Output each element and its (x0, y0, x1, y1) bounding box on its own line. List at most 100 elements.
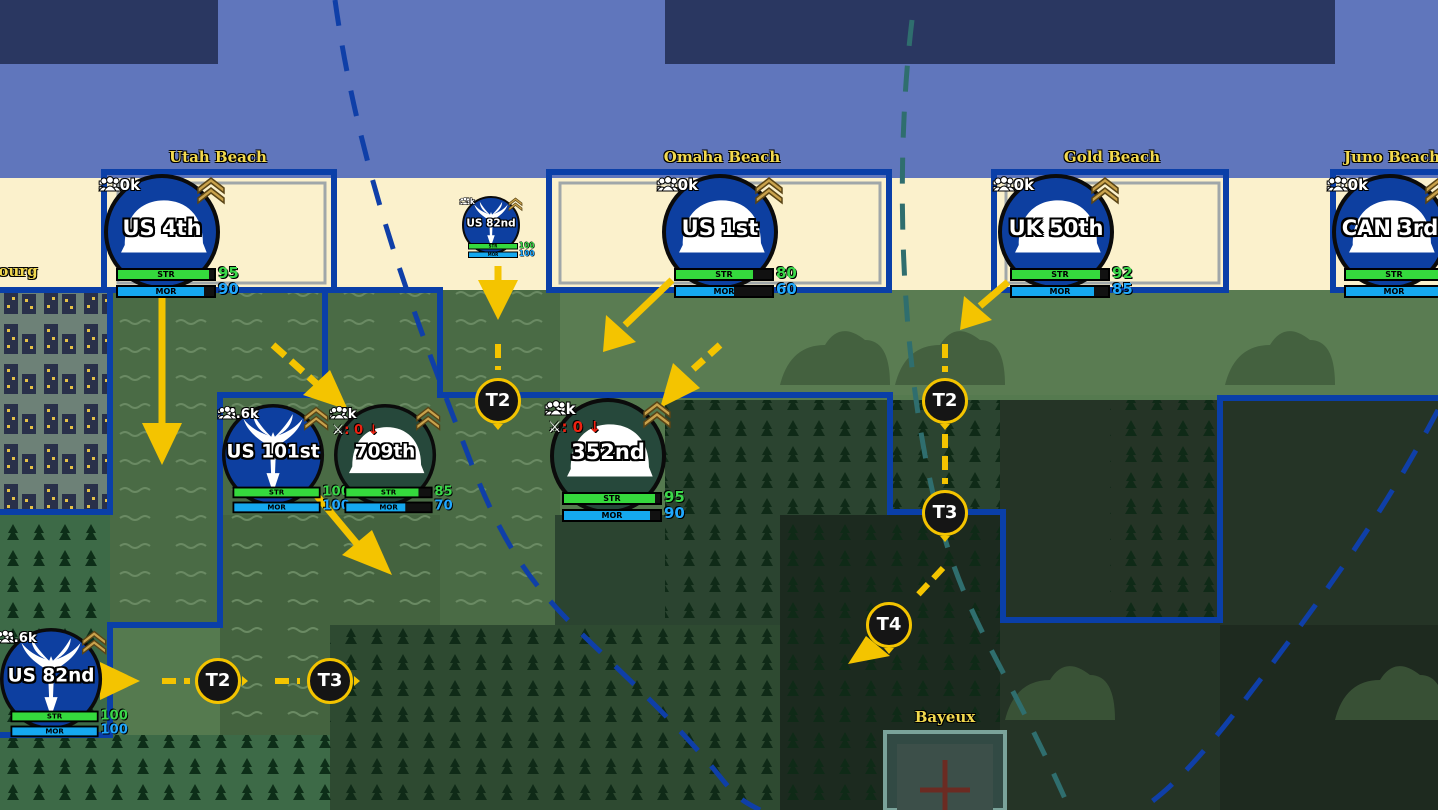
strength-bar: STR (674, 268, 774, 281)
troop-count: : 10k (1326, 176, 1368, 194)
strength-bar: STR (344, 486, 433, 499)
turn-marker-t2-us-2nd[interactable]: T2 (475, 378, 521, 430)
troop-count: : 10k (98, 176, 140, 194)
place-label-utah-beach: Utah Beach (169, 148, 267, 166)
attack-value: : 0 (344, 421, 364, 438)
morale-bar: MOR (232, 501, 321, 514)
place-label-omaha-beach: Omaha Beach (663, 148, 781, 166)
strength-bar-label: STR (157, 270, 175, 279)
morale-bar: MOR (1344, 285, 1438, 298)
turn-marker-t2-us-82nd[interactable]: T2 (195, 658, 248, 704)
morale-bar-label: MOR (379, 503, 398, 512)
morale-bar-label: MOR (1383, 287, 1405, 296)
morale-value: 85 (1112, 280, 1133, 298)
turn-marker-t2-gold[interactable]: T2 (922, 378, 968, 430)
rank-chevron-icon (1090, 174, 1120, 208)
turn-marker-t4-gold[interactable]: T4 (866, 602, 912, 654)
sword-icon: ⚔ (332, 421, 345, 438)
rank-chevron-icon (196, 174, 226, 208)
strength-bar: STR (1344, 268, 1438, 281)
strength-value: 85 (434, 483, 453, 500)
attack-indicator: ⚔: 0 ↓ (332, 422, 379, 438)
rank-chevron-icon (81, 628, 107, 658)
strength-bar-label: STR (46, 712, 63, 721)
troop-count: : 6.6k (217, 406, 259, 422)
strength-value: 95 (664, 488, 685, 506)
morale-value: 90 (664, 504, 685, 522)
unit-name: 709th (354, 440, 416, 463)
strength-bar-label: STR (380, 488, 397, 497)
strength-bar: STR (232, 486, 321, 499)
troop-count: : 5k (459, 197, 475, 206)
unit-name: US 1st (681, 216, 759, 240)
morale-bar-label: MOR (1049, 287, 1071, 296)
strength-bar-label: STR (268, 488, 285, 497)
strength-value: 95 (218, 264, 239, 282)
unit-name: US 82nd (7, 664, 95, 687)
strength-bar-label: STR (603, 494, 621, 503)
strength-value: 100 (322, 483, 350, 500)
strength-bar: STR (562, 492, 662, 505)
turn-marker-t3-us-82nd[interactable]: T3 (307, 658, 360, 704)
troop-count: : 9k (544, 400, 576, 418)
attack-value: : 0 (561, 418, 584, 436)
strength-bar-label: STR (488, 244, 498, 249)
turn-marker-t3-gold[interactable]: T3 (922, 490, 968, 542)
rank-chevron-icon (508, 196, 523, 213)
unit-name: CAN 3rd (1341, 216, 1438, 240)
strength-value: 92 (1112, 264, 1133, 282)
unit-name: US 4th (122, 216, 202, 240)
sword-icon: ⚔ (548, 418, 562, 436)
place-label-bayeux: Bayeux (914, 708, 976, 726)
morale-bar: MOR (116, 285, 216, 298)
morale-bar: MOR (344, 501, 433, 514)
unit-name: US 101st (226, 440, 320, 463)
morale-bar: MOR (562, 509, 662, 522)
morale-bar-label: MOR (601, 511, 623, 520)
morale-bar: MOR (1010, 285, 1110, 298)
rank-chevron-icon (303, 404, 329, 434)
morale-bar: MOR (468, 251, 518, 258)
troop-count: : 10k (992, 176, 1034, 194)
rank-chevron-icon (1424, 174, 1438, 208)
morale-bar-label: MOR (45, 727, 64, 736)
strength-bar: STR (10, 710, 99, 723)
rank-chevron-icon (642, 398, 672, 432)
troop-count: : 10k (656, 176, 698, 194)
morale-bar-label: MOR (155, 287, 177, 296)
strength-bar: STR (116, 268, 216, 281)
strength-bar-label: STR (715, 270, 733, 279)
morale-value: 100 (519, 249, 535, 258)
morale-value: 100 (100, 721, 128, 738)
morale-value: 70 (434, 497, 453, 514)
attack-indicator: ⚔: 0 ↓ (548, 418, 601, 436)
place-label-juno-beach: Juno Beach (1343, 148, 1438, 166)
unit-name: UK 50th (1008, 216, 1104, 240)
strength-value: 80 (776, 264, 797, 282)
strength-bar-label: STR (1385, 270, 1403, 279)
strength-bar: STR (468, 243, 518, 250)
place-label-cherbourg: ourg (0, 262, 38, 280)
morale-value: 90 (218, 280, 239, 298)
unit-name: 352nd (571, 440, 645, 464)
morale-bar-label: MOR (713, 287, 735, 296)
morale-value: 60 (776, 280, 797, 298)
morale-value: 100 (322, 497, 350, 514)
unit-name: US 82nd (466, 217, 516, 229)
strength-value: 100 (100, 707, 128, 724)
morale-bar-label: MOR (487, 252, 499, 258)
strength-bar: STR (1010, 268, 1110, 281)
morale-bar: MOR (10, 725, 99, 738)
rank-chevron-icon (415, 404, 441, 434)
arrow-down-icon: ↓ (583, 418, 601, 436)
